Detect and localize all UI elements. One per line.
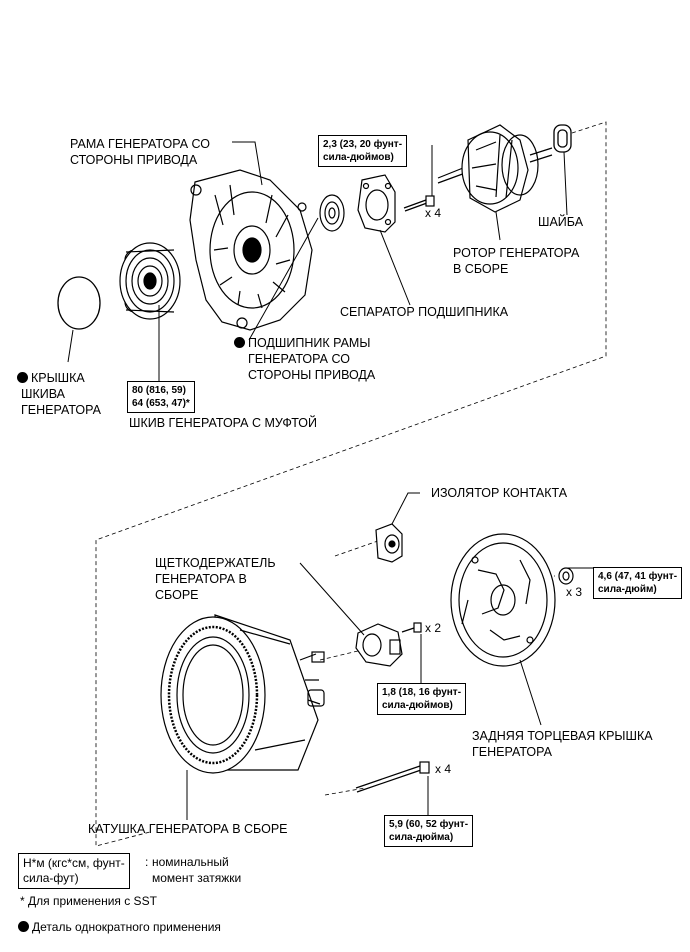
label-drive-end-bearing: ПОДШИПНИК РАМЫ ГЕНЕРАТОРА СО СТОРОНЫ ПРИ… xyxy=(234,335,375,383)
label-brush-holder: ЩЕТКОДЕРЖАТЕЛЬ ГЕНЕРАТОРА В СБОРЕ xyxy=(155,556,276,602)
torque-retainer-screw: 2,3 (23, 20 фунт- сила-дюймов) xyxy=(318,135,408,167)
label-clutch-pulley: ШКИВ ГЕНЕРАТОРА С МУФТОЙ xyxy=(129,416,317,430)
single-use-marker-icon xyxy=(234,337,245,348)
rear-end-cover-part xyxy=(450,533,556,667)
torque-rear-nut: 4,6 (47, 41 фунт- сила-дюйм) xyxy=(593,567,683,599)
label-rotor: РОТОР ГЕНЕРАТОРА В СБОРЕ xyxy=(453,246,580,276)
single-use-marker-icon xyxy=(17,372,28,383)
torque-brush-screw: 1,8 (18, 16 фунт- сила-дюймов) xyxy=(377,683,467,715)
count-through-bolt: x 4 xyxy=(435,762,452,776)
drive-end-frame-part xyxy=(189,169,313,331)
label-coil: КАТУШКА ГЕНЕРАТОРА В СБОРЕ xyxy=(88,822,288,836)
coil-part xyxy=(160,614,325,774)
legend-unit-box: Н*м (кгс*см, фунт- сила-фут) xyxy=(18,853,130,889)
rear-nut-part xyxy=(558,567,574,585)
torque-through-bolt: 5,9 (60, 52 фунт- сила-дюйма) xyxy=(384,815,474,847)
single-use-marker-icon xyxy=(18,921,29,932)
count-retainer-screw: x 4 xyxy=(425,206,442,220)
through-bolt-part xyxy=(355,761,430,793)
label-drive-end-frame: РАМА ГЕНЕРАТОРА СО СТОРОНЫ ПРИВОДА xyxy=(70,137,210,167)
label-bearing-retainer: СЕПАРАТОР ПОДШИПНИКА xyxy=(340,305,509,319)
washer-part xyxy=(553,124,572,153)
legend-single-use: Деталь однократного применения xyxy=(18,919,221,935)
brush-holder-part xyxy=(355,623,403,667)
label-rear-end-cover: ЗАДНЯЯ ТОРЦЕВАЯ КРЫШКА ГЕНЕРАТОРА xyxy=(472,729,653,759)
brush-screw-part xyxy=(401,622,422,633)
legend-sst-note: * Для применения с SST xyxy=(20,894,157,908)
count-brush-screw: x 2 xyxy=(425,621,442,635)
clutch-pulley-part xyxy=(119,242,181,320)
label-terminal-insulator: ИЗОЛЯТОР КОНТАКТА xyxy=(431,486,568,500)
rotor-part xyxy=(437,124,553,213)
leader-lines xyxy=(67,141,601,820)
terminal-insulator-part xyxy=(375,523,403,563)
retainer-screw-part xyxy=(403,195,435,212)
pulley-cap-part xyxy=(57,276,101,330)
drive-end-bearing-part xyxy=(319,194,345,232)
count-rear-nut: x 3 xyxy=(566,585,583,599)
bearing-retainer-part xyxy=(357,174,396,233)
torque-pulley: 80 (816, 59) 64 (653, 47)* xyxy=(127,381,195,413)
legend-unit-colon: : xyxy=(145,855,149,869)
label-washer: ШАЙБА xyxy=(538,215,584,229)
legend-unit-description: номинальный момент затяжки xyxy=(152,855,242,885)
label-pulley-cap: КРЫШКА ШКИВА ГЕНЕРАТОРА xyxy=(17,370,101,418)
